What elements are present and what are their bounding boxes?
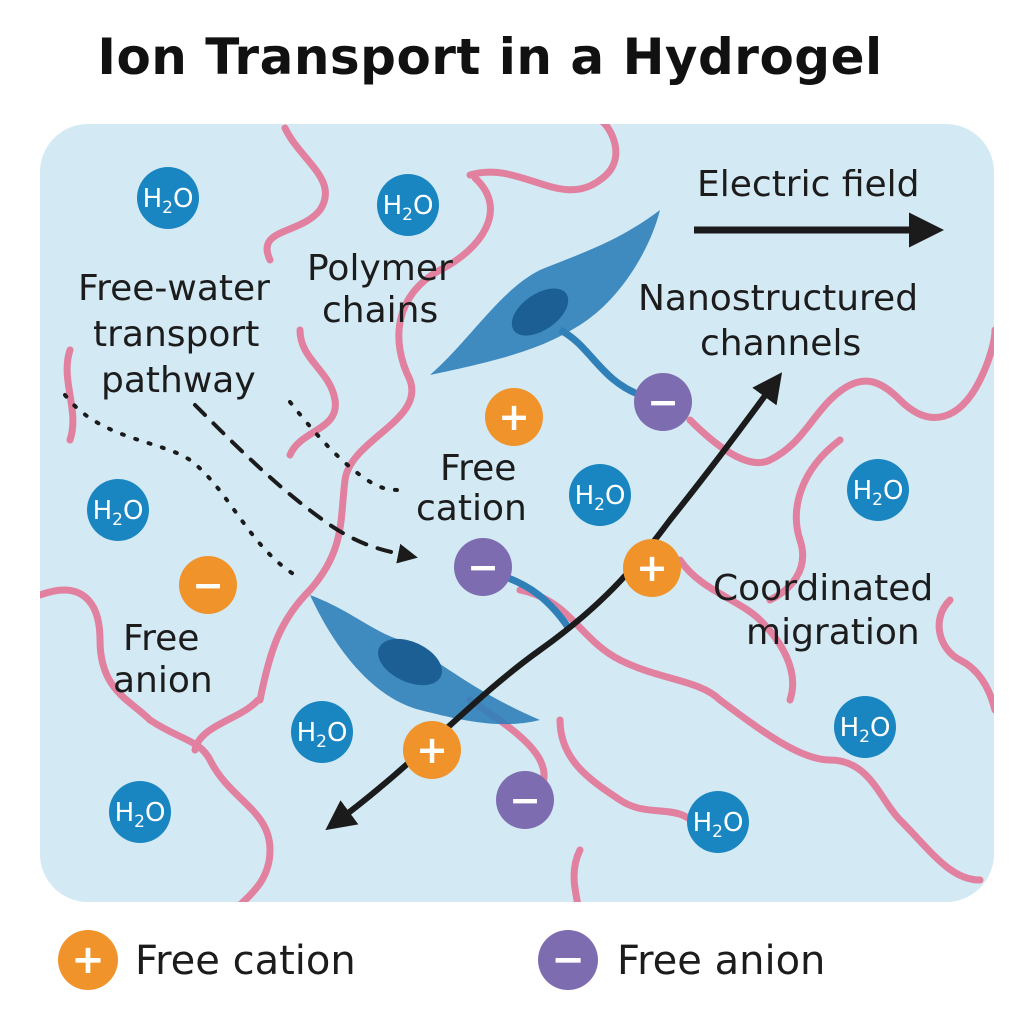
polymer-chain bbox=[63, 346, 77, 444]
water-molecule-icon: H2O bbox=[87, 479, 149, 541]
ion-symbol: + bbox=[498, 395, 530, 439]
nano-channels-label-1: Nanostructured bbox=[638, 278, 918, 319]
free-anion-label-2: anion bbox=[113, 660, 213, 701]
water-molecule-icon: H2O bbox=[569, 464, 631, 526]
cation-icon: + bbox=[623, 539, 681, 597]
channel-nucleus bbox=[511, 288, 569, 336]
water-molecule-icon: H2O bbox=[377, 174, 439, 236]
ion-symbol: − bbox=[467, 545, 499, 589]
legend: + Free cation − Free anion bbox=[58, 930, 825, 990]
water-molecule-label: H2O bbox=[115, 798, 166, 832]
ion-symbol: − bbox=[192, 563, 224, 607]
water-molecule-label: H2O bbox=[853, 476, 904, 510]
water-molecule-icon: H2O bbox=[109, 781, 171, 843]
free-water-label-2: transport bbox=[93, 314, 259, 355]
polymer-chains-label-1: Polymer bbox=[307, 248, 453, 289]
water-molecule-label: H2O bbox=[693, 808, 744, 842]
ion-symbol: + bbox=[416, 728, 448, 772]
dotted-pathway bbox=[288, 400, 402, 492]
free-water-label-3: pathway bbox=[101, 360, 256, 401]
ion-symbol: − bbox=[647, 380, 679, 424]
free-water-label-1: Free-water bbox=[78, 268, 270, 309]
water-molecules: H2O H2O H2O H2O H2O H2O H2O H2O H2O bbox=[87, 167, 909, 853]
water-molecule-icon: H2O bbox=[137, 167, 199, 229]
cation-icon: + bbox=[403, 721, 461, 779]
water-molecule-label: H2O bbox=[840, 713, 891, 747]
legend-cation-symbol: + bbox=[71, 937, 105, 983]
polymer-chain bbox=[146, 716, 274, 902]
legend-item-cation: + Free cation bbox=[58, 930, 356, 990]
diagram-labels: Polymer chains Free-water transport path… bbox=[78, 248, 933, 701]
ion-symbol: + bbox=[636, 546, 668, 590]
ions: + − − + − + − bbox=[179, 373, 692, 829]
polymer-chain bbox=[570, 846, 584, 902]
legend-anion-symbol: − bbox=[551, 937, 585, 983]
free-water-pathways bbox=[63, 393, 418, 580]
cation-icon: + bbox=[485, 388, 543, 446]
water-molecule-label: H2O bbox=[575, 481, 626, 515]
polymer-chain bbox=[40, 586, 154, 724]
water-molecule-icon: H2O bbox=[291, 701, 353, 763]
coordinated-migration-label-1: Coordinated bbox=[713, 568, 933, 609]
anion-icon: − bbox=[496, 771, 554, 829]
polymer-chain bbox=[466, 124, 620, 194]
polymer-chain bbox=[263, 124, 329, 264]
polymer-chain bbox=[191, 696, 262, 754]
legend-anion-icon bbox=[538, 930, 598, 990]
anion-icon: − bbox=[454, 538, 512, 596]
legend-cation-label: Free cation bbox=[135, 938, 356, 984]
polymer-chain bbox=[766, 436, 844, 604]
polymer-chains-label-2: chains bbox=[322, 290, 438, 331]
legend-item-anion: − Free anion bbox=[538, 930, 825, 990]
coordinated-migration-label-2: migration bbox=[746, 612, 920, 653]
ion-symbol: − bbox=[509, 778, 541, 822]
dashed-pathway bbox=[193, 403, 418, 564]
legend-anion-label: Free anion bbox=[617, 938, 825, 984]
legend-cation-icon bbox=[58, 930, 118, 990]
water-molecule-label: H2O bbox=[297, 718, 348, 752]
page-title: Ion Transport in a Hydrogel bbox=[97, 28, 883, 86]
water-molecule-icon: H2O bbox=[687, 791, 749, 853]
electric-field-label: Electric field bbox=[697, 164, 920, 205]
polymer-chain bbox=[935, 596, 994, 714]
nano-channels-label-2: channels bbox=[700, 323, 861, 364]
free-cation-label-1: Free bbox=[440, 448, 516, 489]
free-anion-label-1: Free bbox=[123, 618, 199, 659]
water-molecule-icon: H2O bbox=[834, 696, 896, 758]
water-molecule-label: H2O bbox=[143, 184, 194, 218]
free-cation-label-2: cation bbox=[416, 488, 527, 529]
water-molecule-label: H2O bbox=[93, 496, 144, 530]
anion-icon: − bbox=[634, 373, 692, 431]
anion-icon: − bbox=[179, 556, 237, 614]
water-molecule-label: H2O bbox=[383, 191, 434, 225]
water-molecule-icon: H2O bbox=[847, 459, 909, 521]
dotted-pathway bbox=[63, 393, 302, 580]
